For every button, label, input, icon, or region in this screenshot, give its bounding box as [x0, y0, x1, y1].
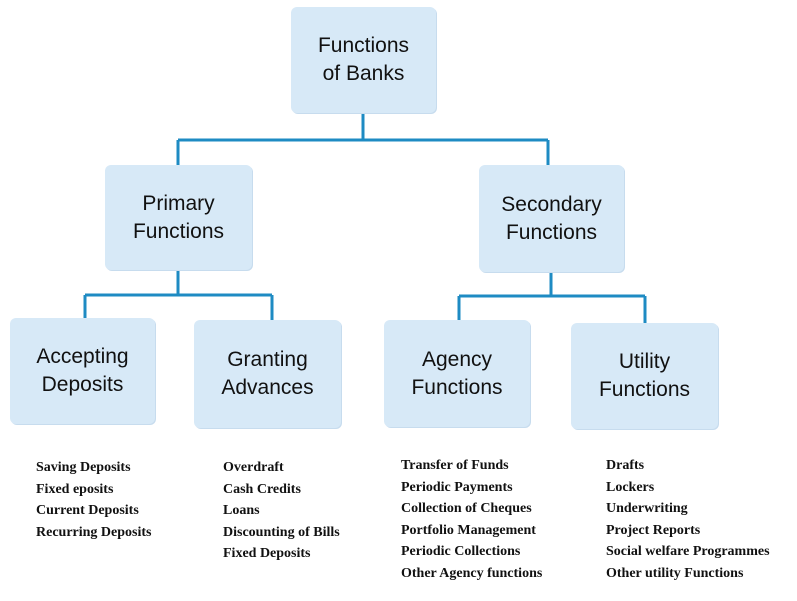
- primary-functions-node: Primary Functions: [105, 165, 252, 270]
- connector-primary: [83, 270, 274, 320]
- accepting-deposits-line1: Accepting: [36, 345, 129, 368]
- list-item: Overdraft: [223, 460, 284, 475]
- list-item: Loans: [223, 503, 260, 518]
- connector-group: [83, 113, 647, 323]
- connector-secondary: [457, 272, 647, 323]
- list-item: Periodic Collections: [401, 544, 521, 559]
- list-item: Project Reports: [606, 522, 701, 538]
- agency-functions-node: Agency Functions: [384, 320, 530, 427]
- list-item: Cash Credits: [223, 481, 301, 497]
- list-item: Other Agency functions: [401, 565, 543, 581]
- secondary-functions-node: Secondary Functions: [479, 165, 624, 272]
- granting-advances-line1: Granting: [227, 348, 308, 371]
- primary-functions-line1: Primary: [142, 191, 215, 215]
- root-node-line2: of Banks: [322, 62, 405, 85]
- accepting-deposits-list: Saving Deposits Fixed eposits Current De…: [36, 457, 152, 543]
- list-item: Collection of Cheques: [401, 501, 532, 516]
- list-item: Social welfare Programmes: [606, 544, 770, 559]
- list-item: Other utility Functions: [606, 565, 744, 581]
- list-item: Underwriting: [606, 501, 688, 516]
- granting-advances-list: Overdraft Cash Credits Loans Discounting…: [223, 457, 340, 565]
- list-item: Recurring Deposits: [36, 524, 152, 540]
- secondary-functions-line2: Functions: [505, 220, 598, 244]
- utility-functions-line1: Utility: [618, 350, 671, 373]
- list-item: Lockers: [606, 479, 655, 495]
- secondary-functions-line1: Secondary: [501, 192, 602, 216]
- list-item: Fixed Deposits: [223, 546, 311, 561]
- list-item: Saving Deposits: [36, 460, 131, 475]
- list-item: Drafts: [606, 458, 645, 473]
- utility-functions-line2: Functions: [598, 378, 691, 401]
- utility-functions-node: Utility Functions: [571, 323, 718, 429]
- root-node-line1: Functions: [317, 34, 410, 57]
- agency-functions-line2: Functions: [411, 375, 503, 399]
- utility-functions-list: Drafts Lockers Underwriting Project Repo…: [606, 455, 770, 584]
- list-item: Discounting of Bills: [223, 524, 340, 540]
- accepting-deposits-node: Accepting Deposits: [10, 318, 155, 424]
- agency-functions-line1: Agency: [421, 347, 493, 371]
- primary-functions-line2: Functions: [132, 219, 225, 243]
- list-item: Periodic Payments: [401, 479, 513, 495]
- granting-advances-node: Granting Advances: [194, 320, 341, 428]
- list-item: Current Deposits: [36, 503, 139, 518]
- root-node: Functions of Banks: [291, 7, 436, 113]
- list-item: Portfolio Management: [401, 522, 536, 538]
- list-item: Transfer of Funds: [401, 458, 509, 473]
- accepting-deposits-line2: Deposits: [41, 373, 124, 396]
- agency-functions-list: Transfer of Funds Periodic Payments Coll…: [401, 455, 542, 584]
- granting-advances-line2: Advances: [221, 376, 314, 399]
- list-item: Fixed eposits: [36, 481, 114, 497]
- connector-root: [176, 113, 550, 165]
